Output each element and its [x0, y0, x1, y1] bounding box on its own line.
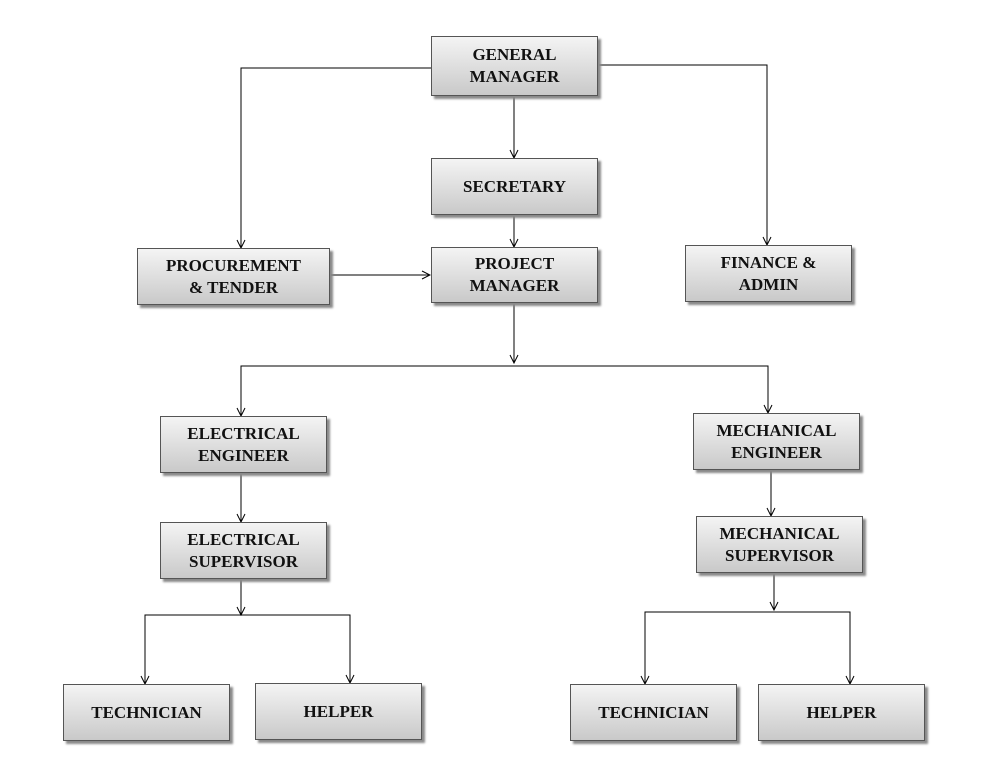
- node-label-line: PROJECT: [474, 254, 555, 273]
- node-helper-left: HELPER: [255, 683, 422, 740]
- node-label-line: TECHNICIAN: [598, 702, 709, 722]
- node-technician-left: TECHNICIAN: [63, 684, 230, 741]
- node-finance: FINANCE &ADMIN: [685, 245, 852, 302]
- node-procurement: PROCUREMENT& TENDER: [137, 248, 330, 305]
- node-label-line: HELPER: [806, 702, 877, 722]
- node-label-line: TECHNICIAN: [91, 702, 202, 722]
- node-label-line: & TENDER: [189, 277, 278, 297]
- node-label-line: HELPER: [303, 701, 374, 721]
- node-label-line: GENERAL: [472, 45, 557, 64]
- node-general-manager: GENERAL MANAGER: [431, 36, 598, 96]
- branch-right: [644, 611, 850, 684]
- node-secretary: SECRETARY: [431, 158, 598, 215]
- gm-to-procurement: [241, 67, 431, 248]
- node-label-line: SUPERVISOR: [725, 545, 834, 565]
- node-label-line: SUPERVISOR: [189, 551, 298, 571]
- gm-to-finance: [598, 64, 767, 245]
- node-label-line: MANAGER: [469, 276, 560, 295]
- node-label-line: MANAGER: [469, 67, 560, 86]
- node-label-line: ENGINEER: [198, 445, 289, 465]
- branch-left: [144, 614, 350, 684]
- node-label-line: ENGINEER: [731, 442, 822, 462]
- node-label-line: SECRETARY: [463, 176, 566, 196]
- node-label-line: MECHANICAL: [716, 420, 837, 440]
- node-label-line: ADMIN: [738, 274, 799, 294]
- node-technician-right: TECHNICIAN: [570, 684, 737, 741]
- node-project-manager: PROJECT MANAGER: [431, 247, 598, 303]
- node-label-line: PROCUREMENT: [165, 255, 302, 275]
- node-label-line: ELECTRICAL: [187, 423, 300, 443]
- node-helper-right: HELPER: [758, 684, 925, 741]
- node-label-line: MECHANICAL: [719, 523, 840, 543]
- node-label-line: FINANCE &: [720, 252, 817, 272]
- node-label-line: ELECTRICAL: [187, 529, 300, 549]
- branch-engineers: [240, 365, 768, 416]
